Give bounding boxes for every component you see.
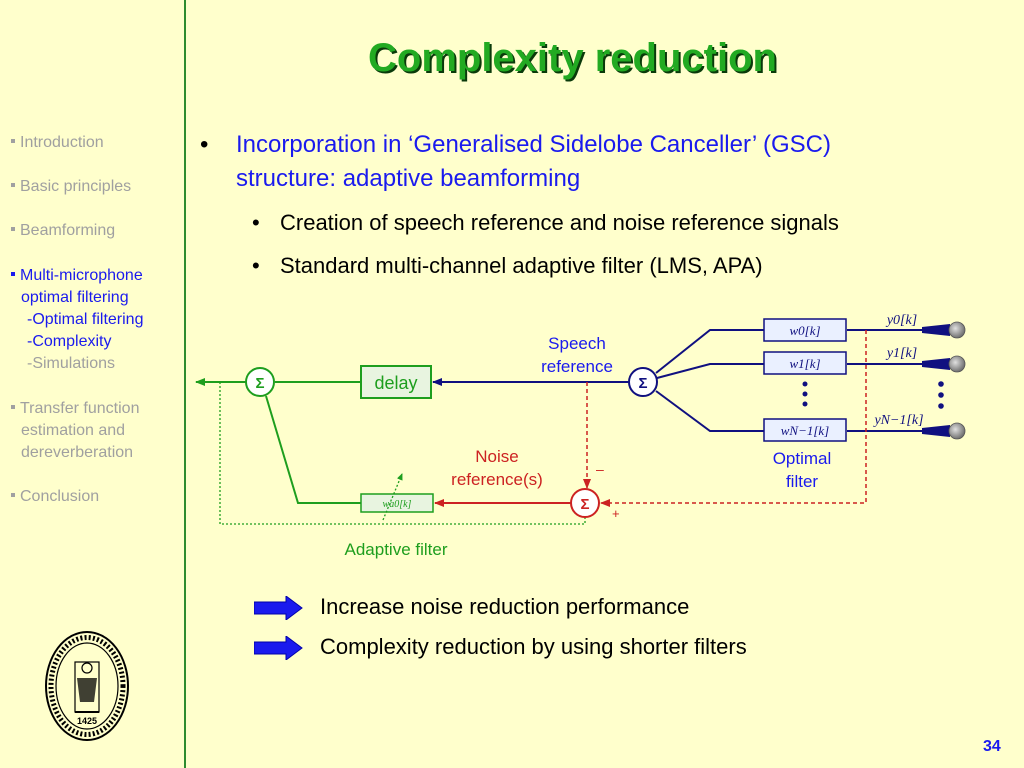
main-bullet-line2: structure: adaptive beamforming — [236, 165, 581, 192]
nav-item-conclusion[interactable]: Conclusion — [11, 486, 99, 508]
microphone-icon — [922, 355, 966, 373]
conclusion-text: Increase noise reduction performance — [320, 594, 690, 619]
sub-bullet: • Standard multi-channel adaptive filter … — [252, 253, 763, 279]
speech-reference-label-2: reference — [541, 357, 613, 376]
nav-subitem-complexity[interactable]: -Complexity — [27, 333, 112, 350]
nav-item-beamforming[interactable]: Beamforming — [11, 220, 115, 242]
nav-label: Multi-microphone — [20, 267, 143, 284]
adaptation-arrow — [382, 473, 403, 521]
sub-bullet-dot-icon: • — [252, 253, 260, 278]
error-feedback-line — [219, 382, 586, 525]
speech-reference-label-1: Speech — [548, 334, 606, 353]
nav-label: Basic principles — [20, 178, 132, 195]
noise-reference-label-1: Noise — [475, 447, 518, 466]
adaptive-filter-label: Adaptive filter — [345, 540, 448, 559]
university-seal-logo: 1425 — [45, 631, 129, 741]
ellipsis-dot — [802, 391, 808, 397]
slide-number: 34 — [983, 738, 1001, 755]
input-label-yn: yN−1[k] — [872, 413, 923, 428]
nav-label: optimal filtering — [21, 289, 129, 306]
ellipsis-dot — [938, 381, 944, 387]
ellipsis-dot — [802, 401, 808, 407]
minus-sign: – — [596, 461, 604, 477]
sigma-icon: Σ — [580, 496, 589, 513]
sub-bullet: • Creation of speech reference and noise … — [252, 210, 839, 236]
bullet-square-icon — [11, 404, 15, 409]
nav-item-multi-microphone-line2[interactable]: optimal filtering — [21, 287, 129, 309]
bullet-square-icon — [11, 492, 15, 497]
conclusion-text: Complexity reduction by using shorter fi… — [320, 634, 747, 659]
gsc-block-diagram: w0[k] w1[k] wN−1[k] Σ Speech reference d… — [195, 313, 966, 559]
right-arrow-icon — [254, 596, 303, 620]
sub-bullet-text: Standard multi-channel adaptive filter (… — [280, 253, 763, 278]
sidebar-divider — [184, 0, 186, 768]
noise-reference-label-2: reference(s) — [451, 470, 543, 489]
optimal-filter-label-2: filter — [786, 472, 818, 491]
svg-text:1425: 1425 — [77, 716, 97, 726]
optimal-filter-label-1: Optimal — [773, 449, 832, 468]
sigma-icon: Σ — [638, 375, 647, 392]
bullet-square-icon — [11, 138, 15, 143]
nav-subitem-optimal-filtering[interactable]: -Optimal filtering — [27, 311, 144, 328]
filter-label-wn: wN−1[k] — [781, 423, 830, 438]
filter-label-w1: w1[k] — [789, 356, 820, 371]
nav-label: Conclusion — [20, 488, 100, 505]
right-arrow-icon — [254, 636, 303, 660]
nav-label: Introduction — [20, 134, 104, 151]
main-bullet-line1: Incorporation in ‘Generalised Sidelobe C… — [236, 131, 831, 158]
input-label-y0: y0[k] — [885, 313, 917, 328]
nav-item-transfer-function[interactable]: Transfer function — [11, 398, 139, 420]
filter-label-w0: w0[k] — [789, 323, 820, 338]
nav-item-basic-principles[interactable]: Basic principles — [11, 176, 131, 198]
sigma-icon: Σ — [255, 375, 264, 392]
main-bullet-text: Incorporation in ‘Generalised Sidelobe C… — [236, 128, 956, 196]
sub-bullet-text: Creation of speech reference and noise r… — [280, 210, 839, 235]
slide-title: Complexity reduction — [368, 36, 777, 80]
nav-label: Transfer function — [20, 400, 140, 417]
bullet-square-icon — [11, 226, 15, 231]
plus-sign: + — [612, 506, 620, 521]
nav-item-introduction[interactable]: Introduction — [11, 132, 104, 154]
bullet-square-icon — [11, 182, 15, 187]
nav-item-transfer-function-line3[interactable]: dereverberation — [21, 444, 134, 461]
input-label-y1: y1[k] — [885, 346, 917, 361]
adaptive-filter-output — [265, 395, 361, 504]
ellipsis-dot — [802, 381, 808, 387]
adaptive-filter-box — [360, 493, 434, 513]
microphone-icon — [922, 321, 966, 339]
microphone-to-noise-sum — [600, 330, 867, 507]
ellipsis-dot — [938, 403, 944, 409]
delay-label: delay — [374, 373, 417, 393]
nav-item-multi-microphone[interactable]: Multi-microphone — [11, 265, 143, 287]
nav-subitem-simulations[interactable]: -Simulations — [27, 355, 116, 372]
filter-output-1 — [656, 363, 764, 379]
filter-output-n — [655, 390, 764, 432]
bullet-dot-icon: • — [200, 131, 209, 158]
bullet-square-icon — [11, 271, 15, 276]
microphone-icon — [922, 422, 966, 440]
ellipsis-dot — [938, 392, 944, 398]
adaptive-filter-weight: wa0[k] — [383, 499, 412, 510]
nav-item-transfer-function-line2[interactable]: estimation and — [21, 422, 126, 439]
sub-bullet-dot-icon: • — [252, 210, 260, 235]
filter-output-0 — [655, 329, 764, 374]
nav-label: Beamforming — [20, 222, 116, 239]
